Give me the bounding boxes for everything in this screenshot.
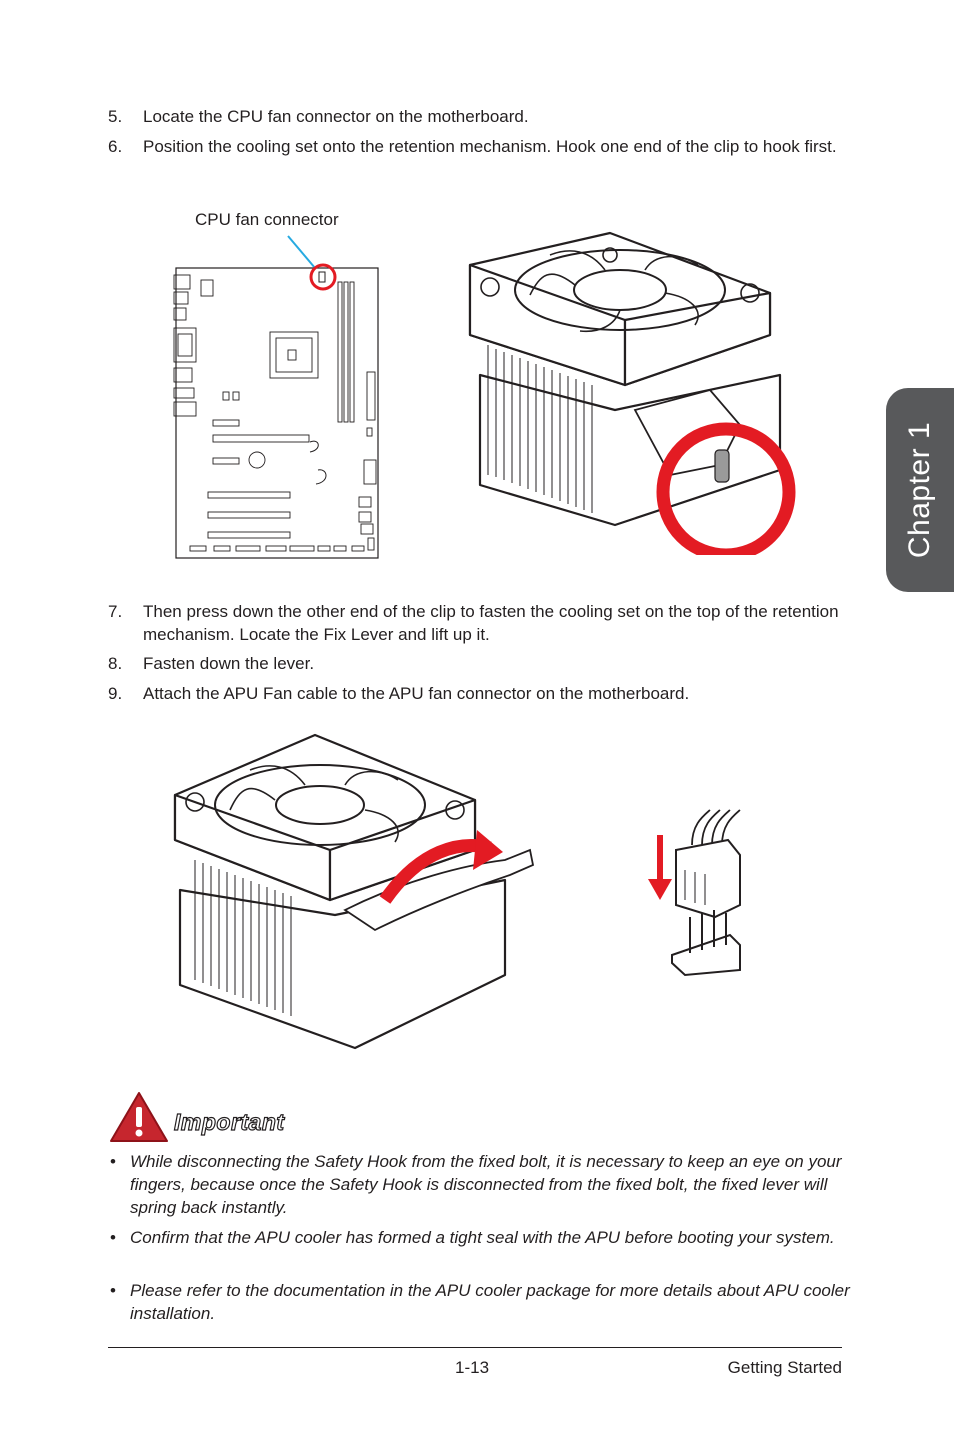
- step-5: 5. Locate the CPU fan connector on the m…: [108, 105, 848, 128]
- step-text: Position the cooling set onto the retent…: [143, 137, 837, 156]
- chapter-tab: Chapter 1: [886, 388, 954, 592]
- cooler-hook-illustration: [468, 231, 796, 555]
- step-8: 8. Fasten down the lever.: [108, 652, 848, 675]
- cpu-fan-connector-label: CPU fan connector: [195, 210, 339, 229]
- important-heading: Important: [173, 1108, 285, 1135]
- step-text: Locate the CPU fan connector on the moth…: [143, 107, 529, 126]
- bullet-dot: •: [110, 1152, 116, 1171]
- section-title: Getting Started: [727, 1358, 842, 1377]
- step-number: 8.: [108, 654, 123, 673]
- bullet-dot: •: [110, 1228, 116, 1247]
- bullet-text: Confirm that the APU cooler has formed a…: [130, 1228, 835, 1247]
- page-number: 1-13: [455, 1358, 490, 1377]
- step-number: 9.: [108, 684, 123, 703]
- step-9: 9. Attach the APU Fan cable to the APU f…: [108, 682, 848, 705]
- chapter-tab-label: Chapter 1: [903, 421, 936, 559]
- step-7: 7. Then press down the other end of the …: [108, 600, 848, 646]
- bullet-text: Please refer to the documentation in the…: [130, 1281, 850, 1323]
- important-bullet-1: • While disconnecting the Safety Hook fr…: [108, 1150, 853, 1219]
- fan-cable-connector-illustration: [648, 809, 741, 977]
- bullet-text: While disconnecting the Safety Hook from…: [130, 1152, 842, 1217]
- step-number: 6.: [108, 137, 123, 156]
- motherboard-illustration: [173, 235, 379, 559]
- important-bullet-2: • Confirm that the APU cooler has formed…: [108, 1226, 853, 1249]
- important-bullet-3: • Please refer to the documentation in t…: [108, 1279, 853, 1325]
- step-number: 7.: [108, 602, 123, 621]
- step-text: Then press down the other end of the cli…: [143, 602, 839, 644]
- bullet-dot: •: [110, 1281, 116, 1300]
- footer-divider: [108, 1347, 842, 1348]
- step-text: Fasten down the lever.: [143, 654, 315, 673]
- cooler-lever-illustration: [173, 733, 535, 1050]
- step-text: Attach the APU Fan cable to the APU fan …: [143, 684, 690, 703]
- warning-icon: [110, 1092, 168, 1142]
- step-6: 6. Position the cooling set onto the ret…: [108, 135, 848, 158]
- step-number: 5.: [108, 107, 123, 126]
